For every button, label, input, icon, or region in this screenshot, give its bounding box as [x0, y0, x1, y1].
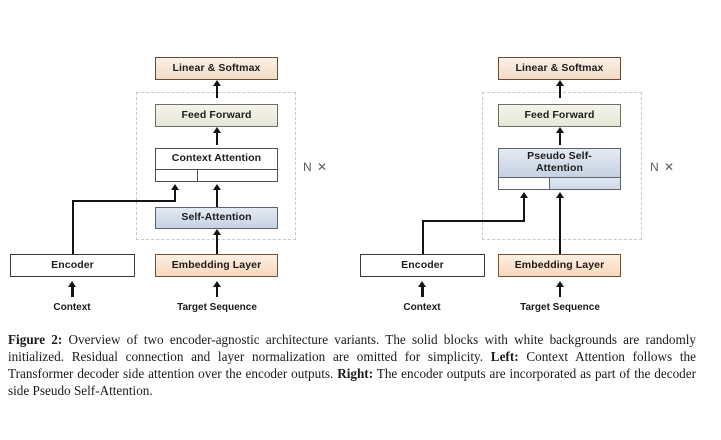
left-wire-encoder-into-ctxattn — [174, 190, 177, 202]
left-wire-context-input — [71, 287, 74, 297]
left-context-attention-port-encoder — [156, 170, 197, 181]
right-repeat-count-label: N ✕ — [650, 160, 676, 174]
left-architecture-diagram: Linear & Softmax Feed Forward Context At… — [0, 0, 360, 330]
right-arrowhead-target-input — [555, 281, 564, 287]
left-embedding-layer-block: Embedding Layer — [155, 254, 278, 277]
left-wire-selfattn-to-ctxattn — [215, 190, 219, 207]
right-wire-encoder-run — [422, 220, 525, 223]
right-context-input-label: Context — [403, 302, 441, 313]
figure-caption: Figure 2: Overview of two encoder-agnost… — [8, 331, 696, 400]
left-wire-encoder-riser — [72, 200, 75, 258]
left-arrowhead-selfattn-to-ctxattn — [212, 184, 221, 190]
right-linear-softmax-block: Linear & Softmax — [498, 57, 621, 80]
right-embedding-layer-block: Embedding Layer — [498, 254, 621, 277]
left-feed-forward-block: Feed Forward — [155, 104, 278, 127]
right-pseudo-self-attention-ports — [498, 178, 621, 190]
right-encoder-block: Encoder — [360, 254, 485, 277]
right-wire-context-input — [421, 287, 424, 297]
left-arrowhead-ctxattn-to-ff — [212, 127, 221, 133]
right-wire-encoder-into-psa — [523, 198, 526, 220]
right-arrowhead-context-input — [418, 281, 426, 287]
right-wire-psa-to-ff — [558, 131, 562, 145]
caption-text: Context Attention follows the Transforme… — [8, 349, 696, 382]
left-wire-ff-to-softmax — [215, 84, 219, 98]
left-wire-target-input — [215, 287, 219, 297]
left-arrowhead-ff-to-softmax — [212, 80, 221, 86]
left-context-input-label: Context — [53, 302, 91, 313]
right-arrowhead-psa-to-ff — [555, 127, 564, 133]
left-context-attention-block: Context Attention — [155, 148, 278, 170]
right-pseudo-self-attention-port-decoder — [549, 178, 620, 189]
left-target-sequence-input-label: Target Sequence — [177, 302, 257, 313]
left-arrowhead-target-input — [212, 281, 221, 287]
right-wire-target-input — [558, 287, 562, 297]
right-pseudo-self-attention-port-encoder — [499, 178, 549, 189]
caption-text: The encoder outputs are incorporated as … — [8, 366, 696, 399]
left-encoder-block: Encoder — [10, 254, 135, 277]
caption-text: Overview of two encoder-agnostic archite… — [8, 332, 696, 365]
caption-emphasis: Left: — [490, 349, 519, 365]
right-arrowhead-encoder-into-psa — [519, 192, 528, 198]
caption-emphasis: Right: — [337, 366, 374, 382]
right-architecture-diagram: Linear & Softmax Feed Forward Pseudo Sel… — [360, 0, 721, 330]
right-pseudo-self-attention-label-line2: Attention — [536, 162, 583, 174]
right-arrowhead-ff-to-softmax — [555, 80, 564, 86]
right-pseudo-self-attention-block: Pseudo Self- Attention — [498, 148, 621, 178]
caption-emphasis: Figure 2: — [8, 332, 63, 347]
left-arrowhead-embedding-to-selfattn — [212, 229, 221, 235]
right-wire-embedding-into-psa — [558, 198, 562, 254]
right-wire-ff-to-softmax — [558, 84, 562, 98]
left-repeat-count-label: N ✕ — [303, 160, 329, 174]
left-wire-embedding-to-selfattn — [215, 235, 219, 254]
right-wire-encoder-riser — [422, 220, 425, 258]
left-wire-ctxattn-to-ff — [215, 131, 219, 145]
right-arrowhead-embedding-into-psa — [555, 192, 564, 198]
left-self-attention-block: Self-Attention — [155, 207, 278, 229]
left-linear-softmax-block: Linear & Softmax — [155, 57, 278, 80]
right-target-sequence-input-label: Target Sequence — [520, 302, 600, 313]
right-repeat-block-boundary — [482, 92, 642, 240]
right-pseudo-self-attention-label-line1: Pseudo Self- — [527, 150, 592, 163]
left-context-attention-port-decoder — [197, 170, 277, 181]
left-arrowhead-encoder-into-ctxattn — [170, 184, 179, 190]
left-context-attention-ports — [155, 170, 278, 182]
left-arrowhead-context-input — [68, 281, 76, 287]
left-wire-encoder-run — [72, 200, 176, 203]
right-feed-forward-block: Feed Forward — [498, 104, 621, 127]
